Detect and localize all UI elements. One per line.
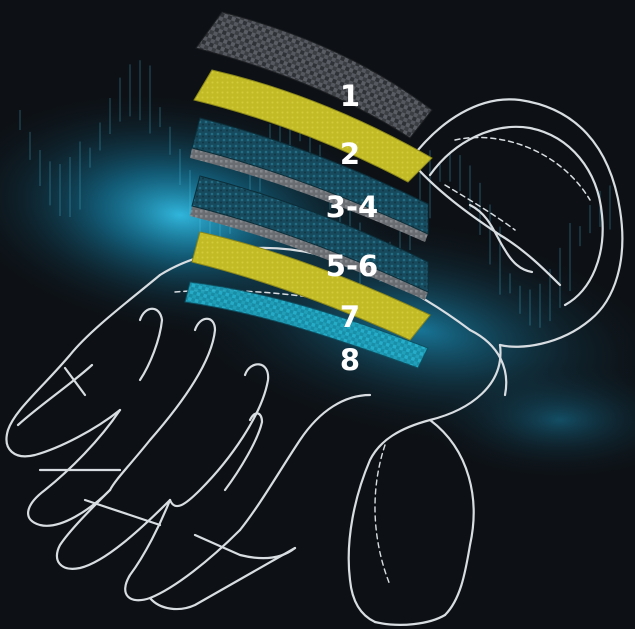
layer-label-8: 8 <box>340 343 360 377</box>
layer-label-2: 2 <box>340 137 360 171</box>
layer-label-3-4: 3-4 <box>326 190 378 224</box>
layer-label-7: 7 <box>340 300 360 334</box>
layer-label-5-6: 5-6 <box>326 249 378 283</box>
layer-label-1: 1 <box>340 79 360 113</box>
